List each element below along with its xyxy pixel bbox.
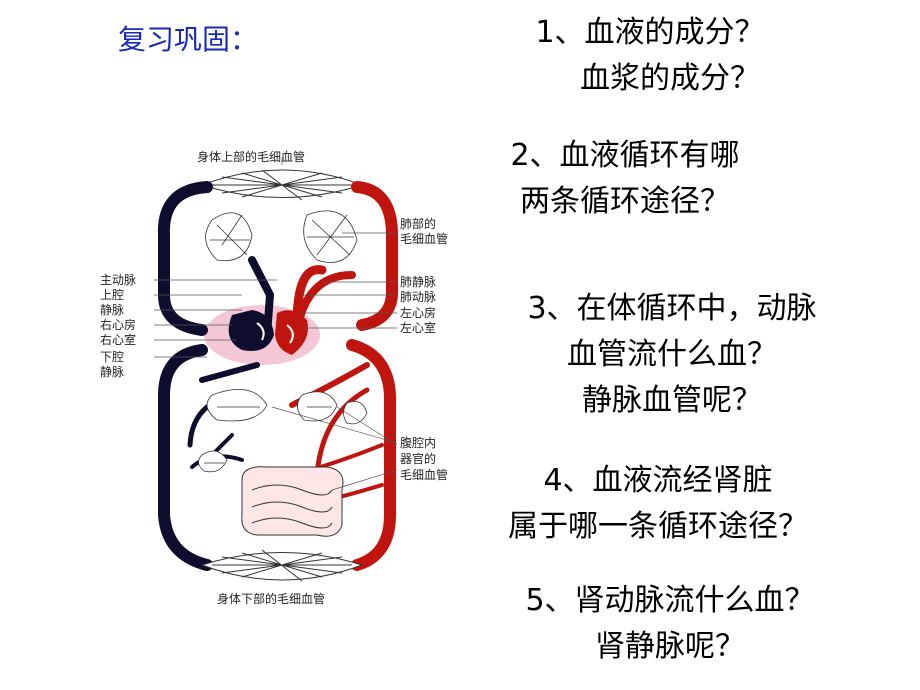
right-heart xyxy=(228,310,274,351)
lung-capillaries xyxy=(205,210,358,263)
intestine xyxy=(241,466,344,537)
question-5-line-1: 5、肾动脉流什么血？ xyxy=(525,583,815,618)
heart xyxy=(228,310,308,355)
question-3-line-2: 血管流什么血？ xyxy=(567,337,777,372)
lower-body-capillaries xyxy=(200,549,364,582)
question-5: 5、肾动脉流什么血？ 肾静脉呢？ xyxy=(495,578,845,670)
label-left-atrium: 左心房 xyxy=(400,305,436,320)
abdominal-capillaries xyxy=(198,389,368,473)
question-3-line-3: 静脉血管呢？ xyxy=(582,383,762,418)
label-leaders xyxy=(154,157,398,491)
label-aorta: 主动脉 xyxy=(100,272,136,287)
question-4-line-2: 属于哪一条循环途径？ xyxy=(508,509,808,544)
circulation-diagram: 身体上部的毛细血管 身体下部的毛细血管 主动脉 上腔 静脉 右心房 右心室 下腔… xyxy=(92,145,472,610)
question-2: 2、血液循环有哪 两条循环途径？ xyxy=(490,133,760,225)
question-1: 1、血液的成分？ 血浆的成分？ xyxy=(505,10,795,102)
question-2-line-1: 2、血液循环有哪 xyxy=(510,138,740,173)
circulation-diagram-svg: 身体上部的毛细血管 身体下部的毛细血管 主动脉 上腔 静脉 右心房 右心室 下腔… xyxy=(100,149,448,606)
label-pulmonary-vein: 肺静脉 xyxy=(400,274,436,289)
label-abdominal-capillaries-1: 腹腔内 xyxy=(400,435,436,450)
question-4-line-1: 4、血液流经肾脏 xyxy=(543,463,773,498)
question-1-line-1: 1、血液的成分？ xyxy=(535,15,765,50)
label-abdominal-capillaries-3: 毛细血管 xyxy=(400,467,448,482)
label-left-ventricle: 左心室 xyxy=(400,320,436,335)
label-superior-vena-cava-1: 上腔 xyxy=(100,287,124,302)
label-lung-capillaries-2: 毛细血管 xyxy=(400,231,448,246)
review-heading: 复习巩固： xyxy=(118,23,259,56)
label-lung-capillaries-1: 肺部的 xyxy=(400,216,436,231)
question-3-line-1: 3、在体循环中，动脉 xyxy=(527,291,817,326)
label-inferior-vena-cava-1: 下腔 xyxy=(100,349,124,364)
label-inferior-vena-cava-2: 静脉 xyxy=(100,364,124,379)
question-2-line-2: 两条循环途径？ xyxy=(520,184,730,219)
upper-body-capillaries xyxy=(200,169,364,201)
label-abdominal-capillaries-2: 器官的 xyxy=(400,451,436,466)
label-right-atrium: 右心房 xyxy=(100,317,136,332)
label-superior-vena-cava-2: 静脉 xyxy=(100,302,124,317)
label-upper-body-capillaries: 身体上部的毛细血管 xyxy=(197,149,305,164)
question-1-line-2: 血浆的成分？ xyxy=(580,61,760,96)
label-lower-body-capillaries: 身体下部的毛细血管 xyxy=(217,591,325,606)
label-right-ventricle: 右心室 xyxy=(100,332,136,347)
question-5-line-2: 肾静脉呢？ xyxy=(595,629,745,664)
label-pulmonary-artery: 肺动脉 xyxy=(400,289,436,304)
question-4: 4、血液流经肾脏 属于哪一条循环途径？ xyxy=(478,458,838,550)
question-3: 3、在体循环中，动脉 血管流什么血？ 静脉血管呢？ xyxy=(492,286,852,424)
